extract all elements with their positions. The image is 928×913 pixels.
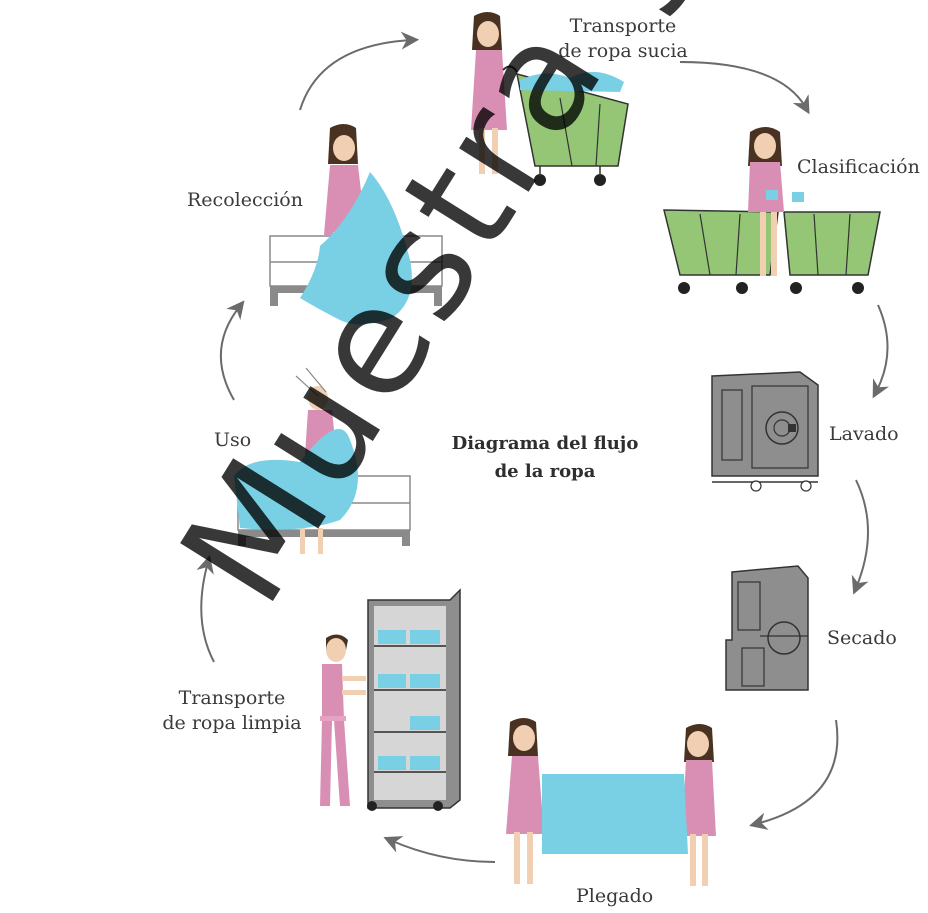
diagram-title: Diagrama del flujo de la ropa xyxy=(450,430,640,486)
lavado-illustration xyxy=(711,371,819,492)
blanket-blue xyxy=(234,429,358,530)
label-uso: Uso xyxy=(214,429,252,451)
secado-illustration xyxy=(725,565,809,691)
sheet-blue xyxy=(300,172,412,325)
arrow-lavado-to-secado xyxy=(851,479,869,595)
arrow-recoleccion-to-transporte xyxy=(299,31,420,111)
arrow-plegado-to-transporte-limpia xyxy=(383,836,496,863)
transporte-limpia-illustration xyxy=(320,588,461,811)
folding-sheet xyxy=(542,774,688,854)
arrow-transporte-limpia-to-uso xyxy=(196,555,215,663)
label-recoleccion: Recolección xyxy=(187,189,303,211)
label-line: Transporte xyxy=(569,15,677,37)
transporte-sucia-illustration xyxy=(471,12,629,186)
plegado-illustration xyxy=(506,718,716,886)
label-lavado: Lavado xyxy=(829,423,899,445)
label-line: de ropa limpia xyxy=(162,712,302,734)
label-secado: Secado xyxy=(827,627,897,649)
label-clasificacion: Clasificación xyxy=(797,156,920,178)
arrow-transporte-to-clasificacion xyxy=(679,61,810,115)
title-line: Diagrama del flujo xyxy=(451,433,639,454)
label-transporte-sucia: Transporte de ropa sucia xyxy=(548,14,698,64)
label-line: de ropa sucia xyxy=(558,40,688,62)
label-transporte-limpia: Transporte de ropa limpia xyxy=(152,686,312,736)
uso-illustration xyxy=(234,367,411,554)
title-line: de la ropa xyxy=(494,461,596,482)
clasificacion-illustration xyxy=(663,127,881,294)
recoleccion-illustration xyxy=(269,124,443,325)
label-line: Transporte xyxy=(178,687,286,709)
arrow-secado-to-plegado xyxy=(749,719,839,830)
label-plegado: Plegado xyxy=(576,885,654,907)
arrow-clasificacion-to-lavado xyxy=(872,304,889,399)
flow-arrows xyxy=(196,31,889,863)
arrow-uso-to-recoleccion xyxy=(219,300,245,401)
